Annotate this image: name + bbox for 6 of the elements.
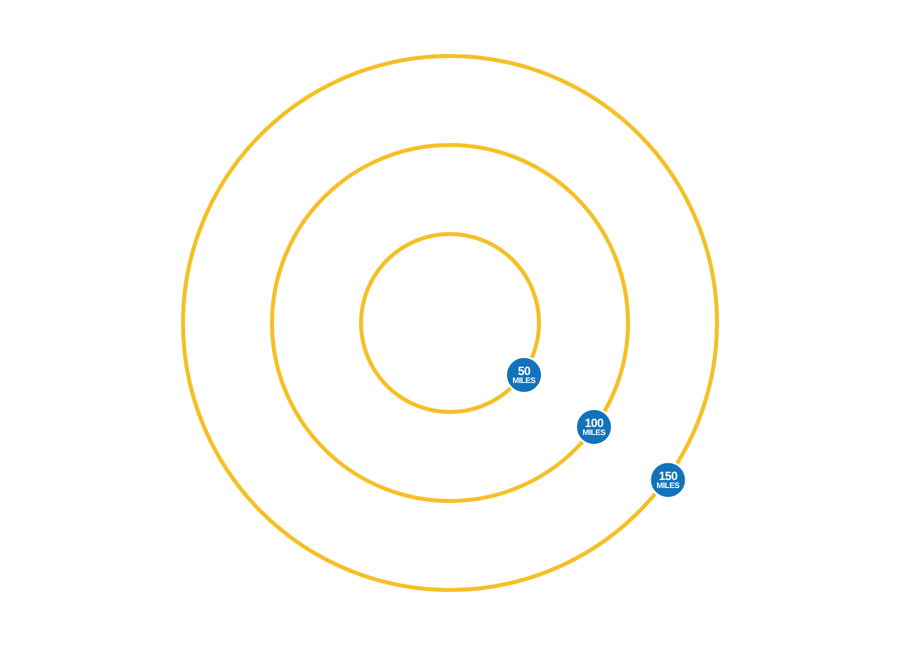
distance-value: 150 — [658, 470, 678, 482]
unit-label: MILES — [582, 429, 606, 437]
unit-label: MILES — [656, 482, 680, 490]
distance-value: 50 — [518, 365, 530, 377]
unit-label: MILES — [512, 377, 536, 385]
distance-value: 100 — [584, 417, 604, 429]
